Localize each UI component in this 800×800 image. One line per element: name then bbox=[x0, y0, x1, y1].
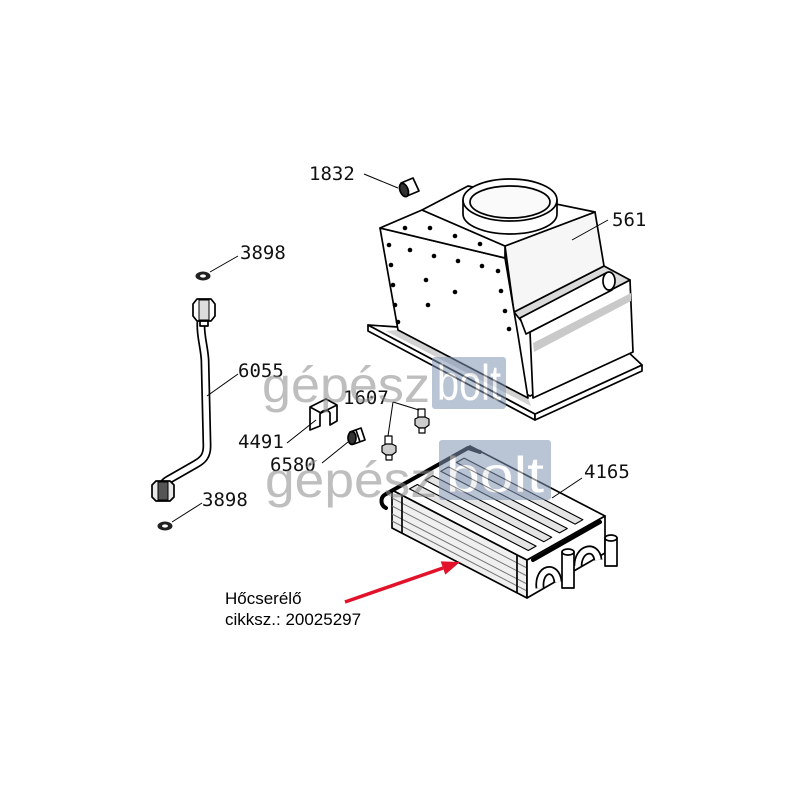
leader-6055 bbox=[206, 373, 239, 397]
label-4491: 4491 bbox=[238, 431, 284, 453]
exchanger-fins bbox=[391, 497, 528, 592]
label-6580: 6580 bbox=[270, 454, 316, 476]
watermark-logo-upper: gépész bolt bbox=[262, 355, 506, 413]
watermark-box bbox=[432, 357, 506, 409]
callout-part-name: Hőcserélő bbox=[225, 589, 302, 608]
leader-3898-top bbox=[209, 255, 239, 273]
watermark-box bbox=[439, 440, 551, 500]
leader-561 bbox=[571, 219, 609, 241]
callout-part-code: cikksz.: 20025297 bbox=[225, 610, 361, 629]
label-3898-top: 3898 bbox=[240, 242, 286, 264]
combustion-hood bbox=[367, 178, 643, 421]
exchanger-stubs bbox=[561, 534, 618, 589]
leader-1607-right bbox=[392, 401, 420, 411]
washer-bottom bbox=[157, 521, 173, 531]
leader-6580 bbox=[321, 441, 349, 464]
leader-1832 bbox=[363, 173, 399, 189]
connecting-pipe bbox=[151, 298, 216, 502]
nipple-right bbox=[414, 408, 430, 434]
pipe-nut-top bbox=[192, 298, 216, 327]
label-1607: 1607 bbox=[343, 387, 389, 409]
leader-lines bbox=[171, 173, 609, 523]
clip bbox=[309, 398, 338, 431]
leader-4491 bbox=[286, 419, 317, 444]
leader-3898-bottom bbox=[171, 502, 203, 523]
hood-rivets bbox=[386, 225, 512, 332]
label-3898-bottom: 3898 bbox=[202, 489, 248, 511]
watermark-logo-lower: gépész bolt bbox=[265, 440, 551, 508]
callout-arrow bbox=[344, 561, 460, 604]
plug bbox=[398, 177, 420, 198]
watermark-gray-text: gépész bbox=[265, 452, 437, 508]
leader-4165 bbox=[551, 477, 583, 499]
washer-top bbox=[195, 271, 211, 281]
label-4165: 4165 bbox=[584, 461, 630, 483]
watermark-box-text: bolt bbox=[446, 447, 544, 503]
label-6055: 6055 bbox=[238, 360, 284, 382]
exchanger-u-bends bbox=[535, 545, 603, 589]
pipe-nut-bottom bbox=[151, 480, 175, 502]
label-561: 561 bbox=[612, 209, 646, 231]
watermark-gray-text: gépész bbox=[262, 357, 430, 413]
leader-1607-left bbox=[387, 401, 394, 437]
label-1832: 1832 bbox=[309, 163, 355, 185]
fitting bbox=[347, 427, 366, 446]
watermark-box-text: bolt bbox=[437, 355, 501, 411]
